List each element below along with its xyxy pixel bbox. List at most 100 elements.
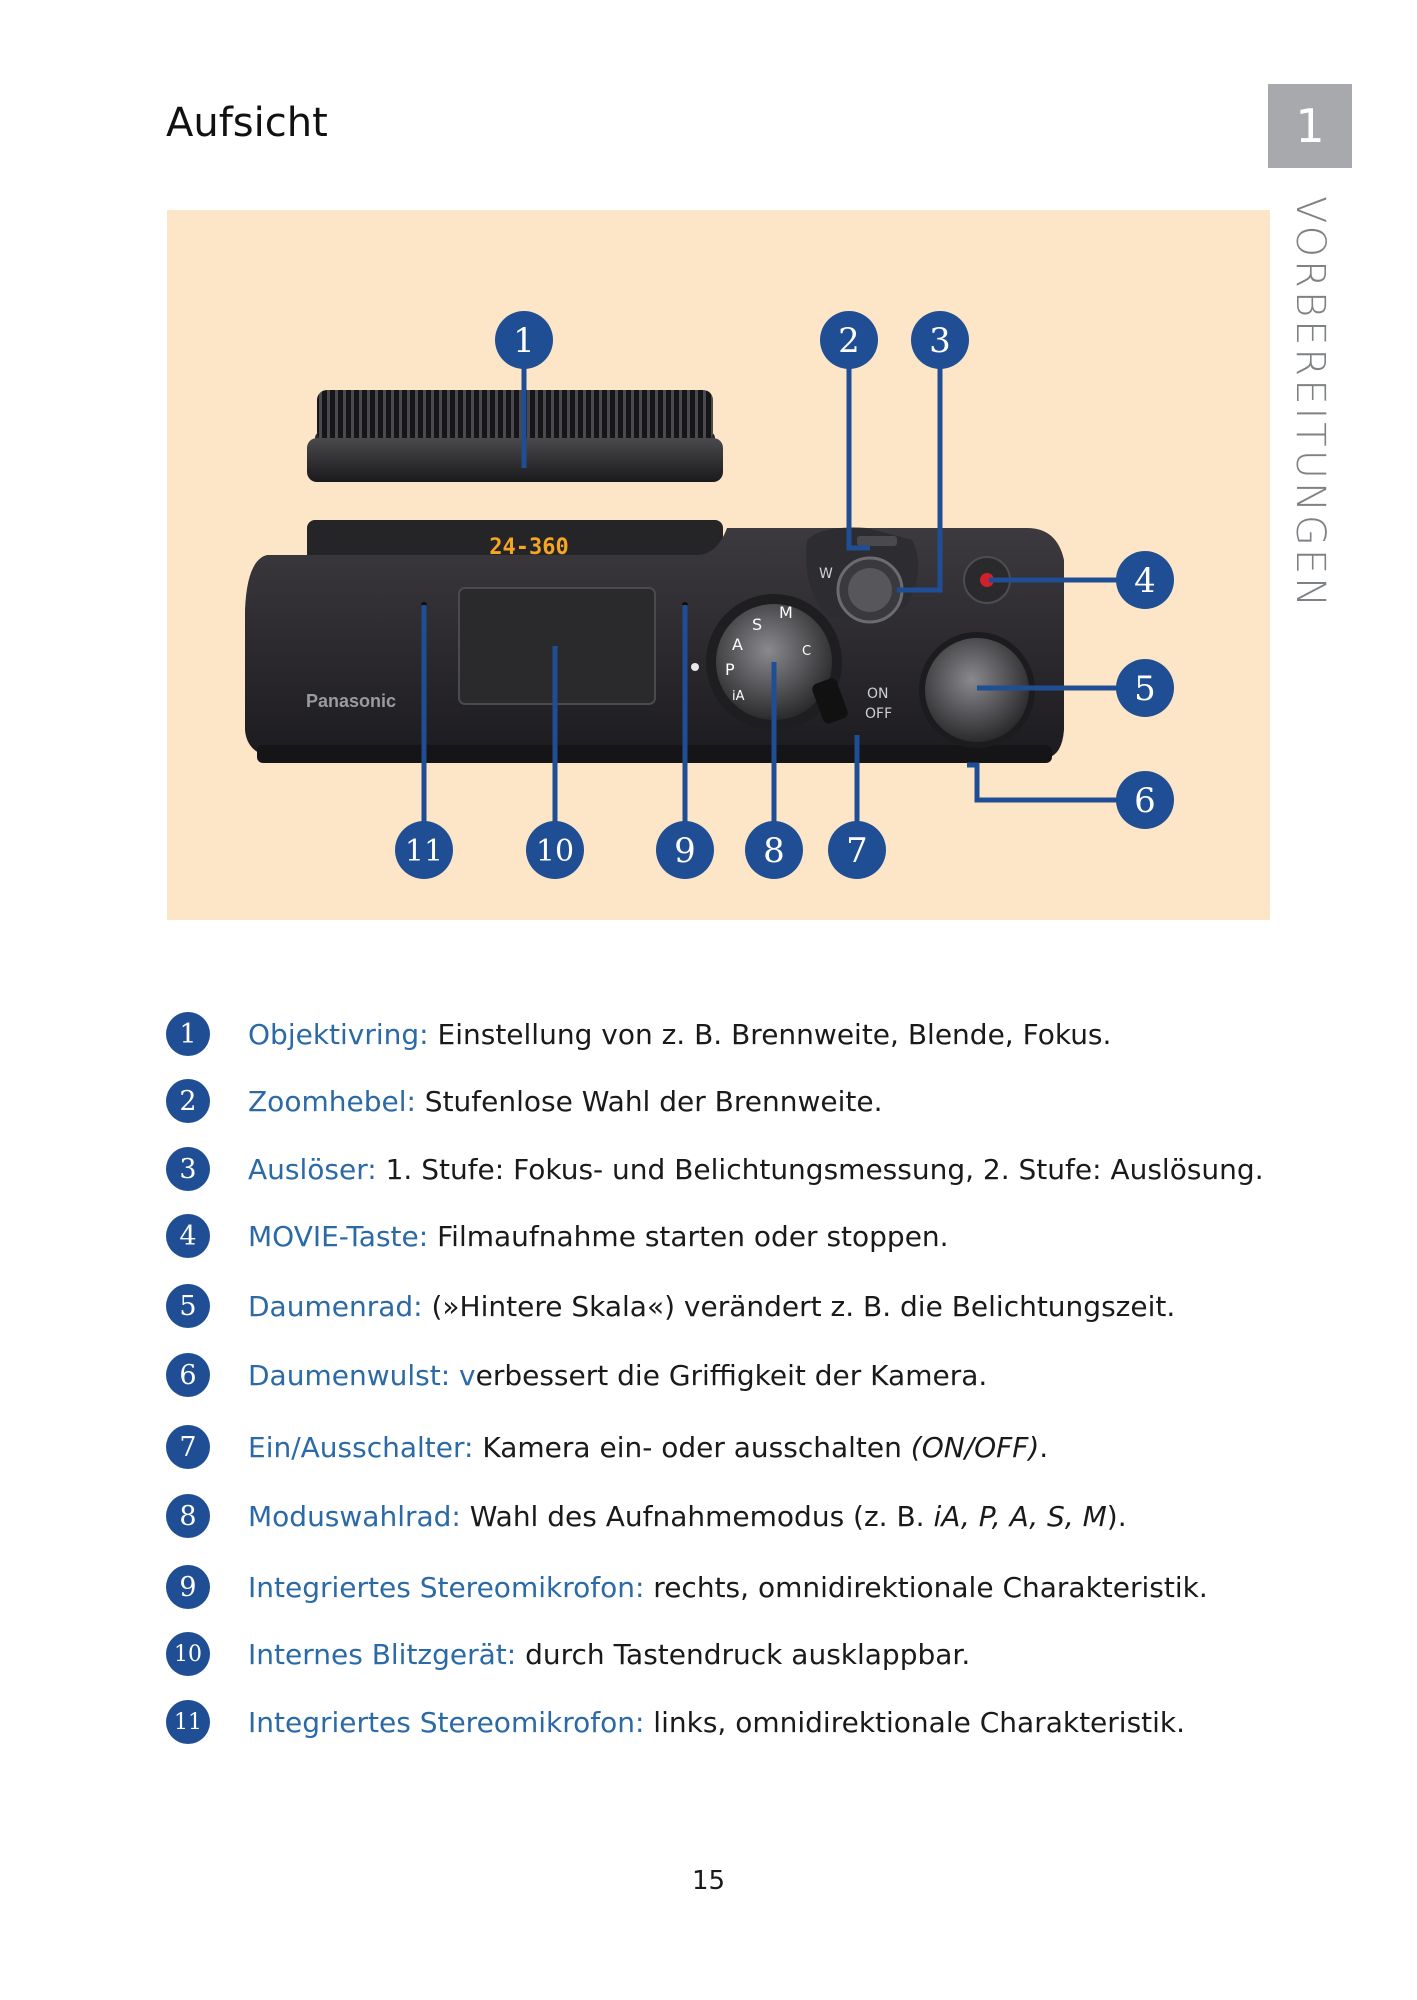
svg-text:8: 8 — [763, 831, 785, 871]
legend-number: 3 — [166, 1147, 210, 1191]
legend-number: 4 — [166, 1214, 210, 1258]
legend-number: 6 — [166, 1353, 210, 1397]
legend-text: MOVIE-Taste: Filmaufnahme starten oder s… — [248, 1220, 949, 1253]
svg-text:S: S — [752, 615, 762, 634]
legend-tail: . — [1039, 1430, 1049, 1464]
legend-item-9: 9 Integriertes Stereomikrofon: rechts, o… — [166, 1563, 1286, 1611]
page-number: 15 — [691, 1866, 726, 1896]
legend-number: 1 — [166, 1012, 210, 1056]
legend-item-7: 7 Ein/Ausschalter: Kamera ein- oder auss… — [166, 1423, 1286, 1471]
callout-lines — [421, 340, 1135, 858]
page-title: Aufsicht — [166, 100, 328, 146]
switch-on-label: ON — [867, 686, 889, 702]
svg-text:C: C — [802, 644, 811, 659]
legend-term: Integriertes Stereomikrofon: — [248, 1570, 645, 1604]
legend-item-3: 3 Auslöser: 1. Stufe: Fokus- und Belicht… — [166, 1145, 1286, 1193]
chapter-side-label: VORBEREITUNGEN — [1262, 196, 1358, 636]
legend-number: 9 — [166, 1565, 210, 1609]
legend-description: (»Hintere Skala«) verändert z. B. die Be… — [422, 1289, 1176, 1323]
legend-term: Ein/Ausschalter: — [248, 1430, 474, 1464]
chapter-label: VORBEREITUNGEN — [1287, 196, 1333, 611]
svg-text:1: 1 — [513, 321, 535, 361]
svg-text:11: 11 — [405, 834, 443, 869]
svg-text:10: 10 — [536, 834, 574, 869]
svg-text:2: 2 — [838, 321, 860, 361]
svg-text:7: 7 — [846, 831, 868, 871]
legend-description: Wahl des Aufnahmemodus (z. B. — [460, 1499, 934, 1533]
brand-logo: Panasonic — [306, 691, 396, 711]
callout-markers: 1 2 3 4 5 6 7 — [395, 311, 1174, 879]
legend-description: Filmaufnahme starten oder stoppen. — [428, 1219, 949, 1253]
legend-text: Ein/Ausschalter: Kamera ein- oder aussch… — [248, 1431, 1048, 1464]
legend-number: 5 — [166, 1284, 210, 1328]
callout-6: 6 — [1116, 771, 1174, 829]
legend-item-4: 4 MOVIE-Taste: Filmaufnahme starten oder… — [166, 1212, 1286, 1260]
legend-note: (ON/OFF) — [910, 1430, 1040, 1464]
callout-1: 1 — [495, 311, 553, 369]
callout-4: 4 — [1116, 551, 1174, 609]
legend-description: durch Tastendruck ausklappbar. — [516, 1637, 971, 1671]
zoom-w-label: W — [819, 566, 833, 582]
power-switch: ON OFF — [812, 678, 892, 724]
callout-9: 9 — [656, 821, 714, 879]
shutter-and-zoom: W — [806, 527, 919, 624]
legend-term: Integriertes Stereomikrofon: — [248, 1705, 645, 1739]
legend-description: Stufenlose Wahl der Brennweite. — [415, 1084, 883, 1118]
callout-8: 8 — [745, 821, 803, 879]
lens-ring — [317, 390, 713, 442]
callout-11: 11 — [395, 821, 453, 879]
lens: 24-360 — [307, 390, 723, 570]
camera-top-view-figure: 24-360 Panasonic S A P iA M C ON OF — [167, 210, 1270, 920]
legend-number: 10 — [166, 1632, 210, 1676]
legend-term: Moduswahlrad: — [248, 1499, 461, 1533]
legend-term: Internes Blitzgerät: — [248, 1637, 517, 1671]
legend-item-6: 6 Daumenwulst: verbessert die Griffigkei… — [166, 1351, 1286, 1399]
switch-off-label: OFF — [865, 706, 892, 722]
legend-item-2: 2 Zoomhebel: Stufenlose Wahl der Brennwe… — [166, 1077, 1286, 1125]
legend-term: Daumenwulst: v — [248, 1358, 476, 1392]
legend-text: Integriertes Stereomikrofon: links, omni… — [248, 1706, 1185, 1739]
legend-text: Integriertes Stereomikrofon: rechts, omn… — [248, 1571, 1208, 1604]
svg-text:iA: iA — [732, 689, 745, 704]
camera-illustration: 24-360 Panasonic S A P iA M C ON OF — [245, 311, 1174, 879]
legend-item-8: 8 Moduswahlrad: Wahl des Aufnahmemodus (… — [166, 1492, 1286, 1540]
legend-note: iA, P, A, S, M — [933, 1499, 1107, 1533]
legend-text: Moduswahlrad: Wahl des Aufnahmemodus (z.… — [248, 1500, 1127, 1533]
callout-5: 5 — [1116, 659, 1174, 717]
legend-description: 1. Stufe: Fokus- und Belichtungsmessung,… — [376, 1152, 1264, 1186]
svg-text:M: M — [779, 603, 793, 622]
svg-text:A: A — [732, 635, 743, 654]
legend-description: Kamera ein- oder ausschalten — [473, 1430, 911, 1464]
callout-3: 3 — [911, 311, 969, 369]
legend-term: Auslöser: — [248, 1152, 377, 1186]
legend-text: Auslöser: 1. Stufe: Fokus- und Belichtun… — [248, 1153, 1264, 1186]
legend-description: links, omnidirektionale Charakteristik. — [644, 1705, 1186, 1739]
svg-text:5: 5 — [1134, 669, 1156, 709]
legend-term: Objektivring: — [248, 1017, 429, 1051]
legend-term: MOVIE-Taste: — [248, 1219, 429, 1253]
legend-number: 11 — [166, 1700, 210, 1744]
svg-text:9: 9 — [674, 831, 696, 871]
legend-number: 7 — [166, 1425, 210, 1469]
svg-text:4: 4 — [1134, 561, 1156, 601]
chapter-number-badge: 1 — [1268, 84, 1352, 168]
svg-text:P: P — [725, 660, 735, 679]
legend-text: Daumenrad: (»Hintere Skala«) verändert z… — [248, 1290, 1175, 1323]
callout-7: 7 — [828, 821, 886, 879]
svg-text:6: 6 — [1134, 781, 1156, 821]
legend-item-10: 10 Internes Blitzgerät: durch Tastendruc… — [166, 1630, 1286, 1678]
legend-text: Zoomhebel: Stufenlose Wahl der Brennweit… — [248, 1085, 883, 1118]
legend-description: rechts, omnidirektionale Charakteristik. — [644, 1570, 1208, 1604]
legend-term: Zoomhebel: — [248, 1084, 416, 1118]
legend-text: Internes Blitzgerät: durch Tastendruck a… — [248, 1638, 970, 1671]
legend-item-5: 5 Daumenrad: (»Hintere Skala«) verändert… — [166, 1282, 1286, 1330]
legend-item-1: 1 Objektivring: Einstellung von z. B. Br… — [166, 1010, 1286, 1058]
legend-description: erbessert die Griffigkeit der Kamera. — [475, 1358, 988, 1392]
callout-10: 10 — [526, 821, 584, 879]
legend-text: Objektivring: Einstellung von z. B. Bren… — [248, 1018, 1111, 1051]
legend-number: 8 — [166, 1494, 210, 1538]
legend-tail: ). — [1106, 1499, 1127, 1533]
legend-item-11: 11 Integriertes Stereomikrofon: links, o… — [166, 1698, 1286, 1746]
legend-term: Daumenrad: — [248, 1289, 423, 1323]
callout-2: 2 — [820, 311, 878, 369]
